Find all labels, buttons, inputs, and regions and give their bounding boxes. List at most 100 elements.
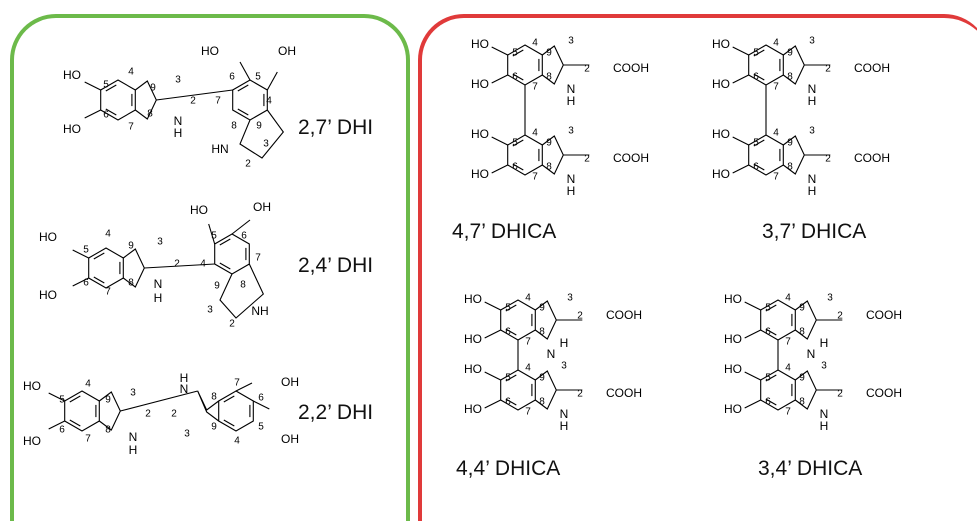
atom-number: 5 — [103, 80, 109, 91]
bond — [744, 371, 761, 381]
atom-label: H — [560, 419, 569, 433]
bond — [48, 420, 65, 430]
atom-number: 7 — [105, 287, 111, 298]
bond — [753, 49, 765, 57]
atom-label: HO — [724, 402, 742, 416]
compound-name: 4,7’ DHICA — [452, 220, 557, 243]
atom-number: 6 — [59, 425, 65, 436]
atom-label: N — [154, 277, 163, 291]
atom-number: 6 — [753, 162, 759, 173]
atom-label: OH — [281, 432, 299, 446]
bond — [534, 300, 557, 340]
atom-number: 4 — [532, 38, 538, 49]
atom-label: COOH — [606, 308, 642, 322]
atom-number: 2 — [584, 64, 590, 75]
atom-label: HO — [724, 362, 742, 376]
atom-label: HO — [724, 292, 742, 306]
bond — [732, 164, 749, 174]
bond — [219, 238, 231, 246]
atom-number: 9 — [799, 303, 805, 314]
atom-number: 8 — [787, 162, 793, 173]
atom-number: 8 — [787, 72, 793, 83]
bond — [491, 136, 508, 146]
atom-number: 4 — [785, 363, 791, 374]
compound-name: 2,4’ DHI — [298, 254, 374, 277]
atom-label: N — [808, 172, 817, 186]
atom-number: 7 — [773, 82, 779, 93]
atom-number: 3 — [568, 36, 574, 47]
bond — [794, 300, 817, 340]
atom-label: N — [560, 407, 569, 421]
bond — [88, 247, 124, 289]
bond — [237, 84, 249, 92]
atom-label: N — [547, 347, 556, 361]
bond — [69, 419, 81, 427]
atom-number: 2 — [174, 259, 180, 270]
atom-label: H — [820, 419, 829, 433]
atom-number: 3 — [821, 361, 827, 372]
bond — [491, 74, 508, 84]
atom-label: HO — [39, 230, 57, 244]
atom-number: 4 — [773, 128, 779, 139]
atom-number: 7 — [215, 96, 221, 107]
atom-number: 3 — [184, 429, 190, 440]
atom-label: COOH — [606, 386, 642, 400]
atom-number: 3 — [827, 293, 833, 304]
bond — [219, 262, 231, 270]
atom-number: 2 — [825, 64, 831, 75]
atom-label: HO — [471, 167, 489, 181]
atom-label: N — [807, 347, 816, 361]
atom-label: HO — [471, 127, 489, 141]
atom-label: COOH — [613, 61, 649, 75]
atom-label: COOH — [854, 61, 890, 75]
bond — [105, 84, 117, 92]
atom-label: H — [567, 184, 576, 198]
bond — [484, 371, 501, 381]
bond — [512, 73, 524, 81]
compound-name: 2,2’ DHI — [298, 401, 374, 424]
atom-label: HO — [464, 402, 482, 416]
atom-number: 6 — [512, 162, 518, 173]
atom-label: N — [567, 82, 576, 96]
atom-number: 6 — [241, 231, 247, 242]
bond — [84, 109, 101, 119]
atom-number: 9 — [105, 395, 111, 406]
bond — [237, 108, 249, 116]
atom-number: 7 — [234, 378, 240, 389]
bond — [782, 45, 805, 85]
atom-number: 7 — [128, 122, 134, 133]
atom-number: 2 — [837, 311, 843, 322]
atom-label: NH — [251, 304, 268, 318]
atom-number: 4 — [200, 259, 206, 270]
atom-label: N — [180, 382, 189, 396]
atom-number: 5 — [83, 245, 89, 256]
bond — [266, 71, 278, 91]
atom-label: N — [808, 82, 817, 96]
compound-name: 2,7’ DHI — [298, 116, 374, 139]
atom-number: 8 — [105, 425, 111, 436]
dhica-group-frame — [418, 14, 977, 521]
atom-number: 6 — [512, 72, 518, 83]
atom-number: 9 — [787, 48, 793, 59]
atom-number: 2 — [837, 389, 843, 400]
atom-label: N — [820, 407, 829, 421]
atom-number: 9 — [256, 121, 262, 132]
atom-number: 9 — [214, 281, 220, 292]
atom-label: COOH — [854, 151, 890, 165]
atom-label: HO — [464, 362, 482, 376]
atom-number: 6 — [505, 327, 511, 338]
bond — [484, 301, 501, 311]
atom-label: HO — [471, 37, 489, 51]
atom-number: 7 — [255, 253, 261, 264]
atom-number: 4 — [128, 67, 134, 78]
atom-number: 5 — [753, 48, 759, 59]
bond — [765, 328, 777, 336]
bond — [72, 249, 89, 259]
compound-name: 3,7’ DHICA — [762, 220, 867, 243]
bond — [765, 398, 777, 406]
atom-label: HO — [63, 122, 81, 136]
atom-number: 5 — [753, 138, 759, 149]
atom-number: 8 — [539, 397, 545, 408]
